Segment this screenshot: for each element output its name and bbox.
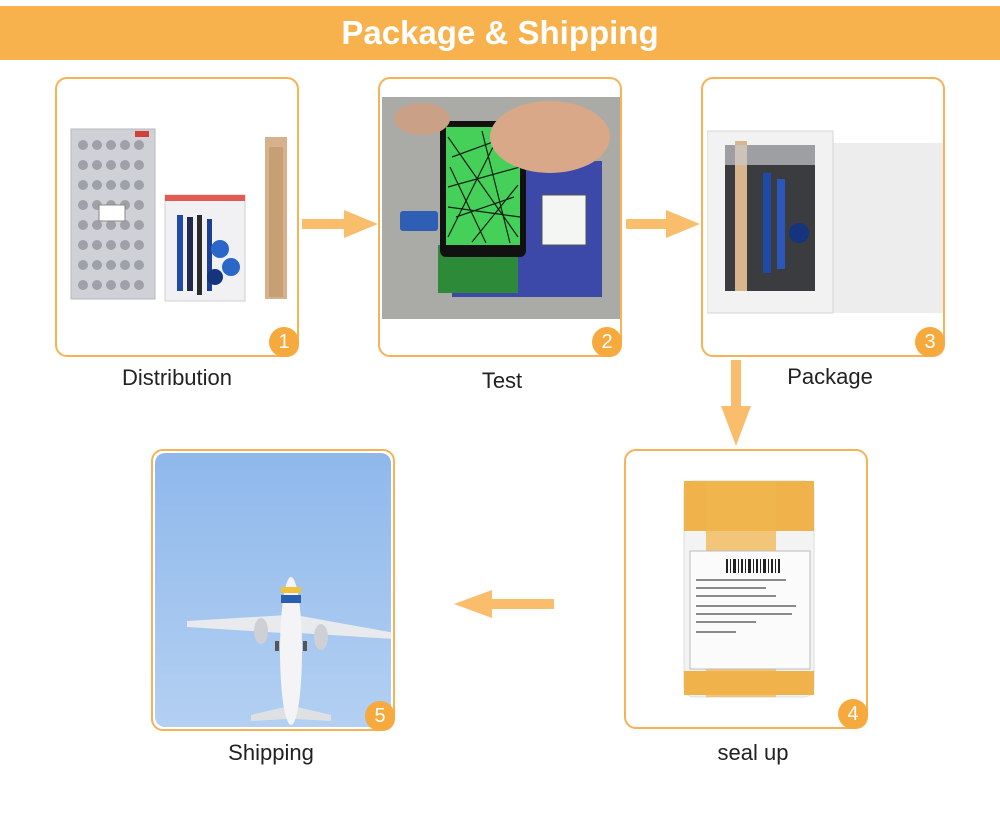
step-number-badge: 2	[592, 327, 622, 357]
step-label-shipping: Shipping	[228, 740, 314, 765]
step-card-distribution: 1	[55, 77, 299, 357]
step-number-badge: 1	[269, 327, 299, 357]
step-number-badge: 3	[915, 327, 945, 357]
step-label-test: Test	[481, 368, 523, 393]
step-number-badge: 4	[838, 699, 868, 729]
step-label-distribution: Distribution	[121, 365, 233, 390]
test-photo	[382, 97, 620, 319]
header-banner: Package & Shipping	[0, 6, 1000, 60]
arrow-right-icon	[626, 210, 700, 238]
package-photo	[707, 123, 943, 319]
seal-up-photo	[676, 475, 822, 703]
step-number-badge: 5	[365, 701, 395, 731]
step-card-test: 2	[378, 77, 622, 357]
arrow-down-icon	[721, 360, 751, 446]
distribution-photo	[65, 87, 289, 323]
step-card-shipping: 5	[151, 449, 395, 731]
arrow-right-icon	[302, 210, 378, 238]
step-label-seal-up: seal up	[717, 740, 789, 765]
step-card-seal-up: 4	[624, 449, 868, 729]
shipping-photo	[155, 453, 391, 727]
step-card-package: 3	[701, 77, 945, 357]
step-label-package: Package	[787, 364, 873, 389]
page-title: Package & Shipping	[341, 14, 659, 51]
arrow-left-icon	[454, 590, 554, 618]
